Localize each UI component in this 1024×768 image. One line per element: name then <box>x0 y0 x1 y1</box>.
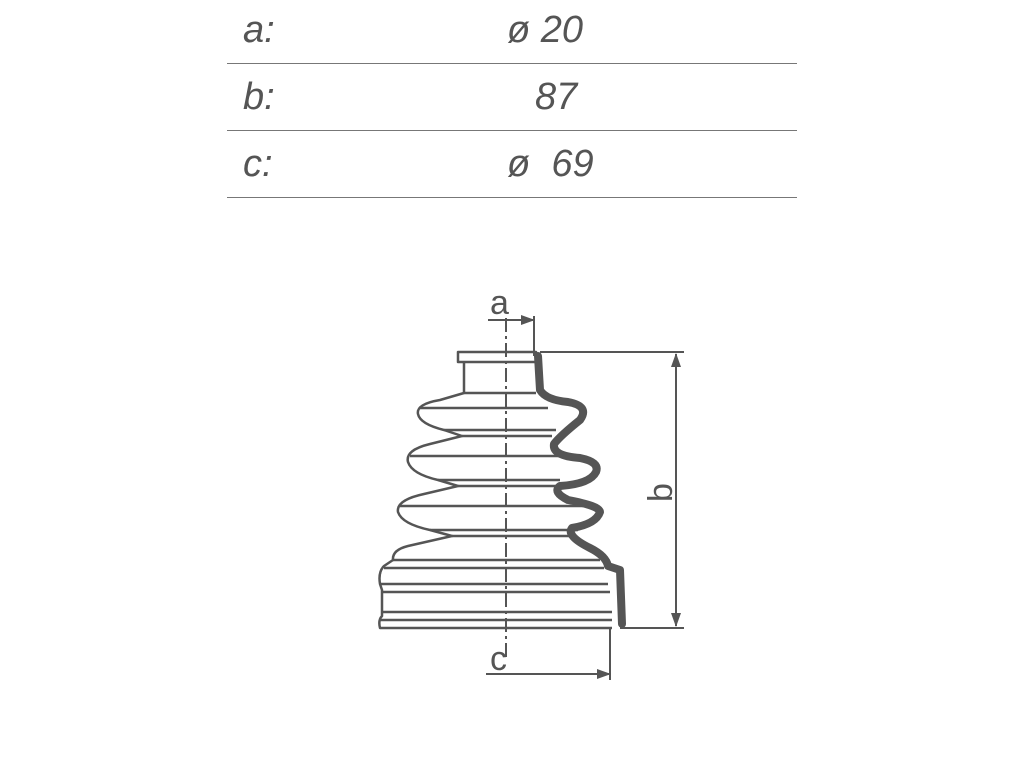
neck <box>462 362 536 395</box>
spec-row-b: b: 87 <box>227 64 797 131</box>
boot-wall-section <box>534 352 626 628</box>
spec-label-b: b: <box>243 76 275 118</box>
spec-value-a: ø 20 <box>507 9 584 51</box>
top-collar <box>456 350 538 364</box>
boot-outline <box>378 350 612 630</box>
spec-value-b: 87 <box>535 76 578 118</box>
spec-row-a: a: ø 20 <box>227 0 797 64</box>
spec-table: a: ø 20 b: 87 c: ø 69 <box>227 0 797 198</box>
dimension-b <box>540 351 684 629</box>
spec-label-a: a: <box>243 9 275 51</box>
spec-row-c: c: ø 69 <box>227 131 797 198</box>
dimension-c <box>486 628 611 680</box>
dimension-a-label: a <box>490 284 509 322</box>
dimension-b-label: b <box>642 483 680 502</box>
dimension-c-label: c <box>490 640 507 678</box>
spec-label-c: c: <box>243 143 273 185</box>
spec-value-c: ø 69 <box>507 143 594 185</box>
dimension-a <box>488 315 535 356</box>
bellows-left <box>378 391 612 630</box>
